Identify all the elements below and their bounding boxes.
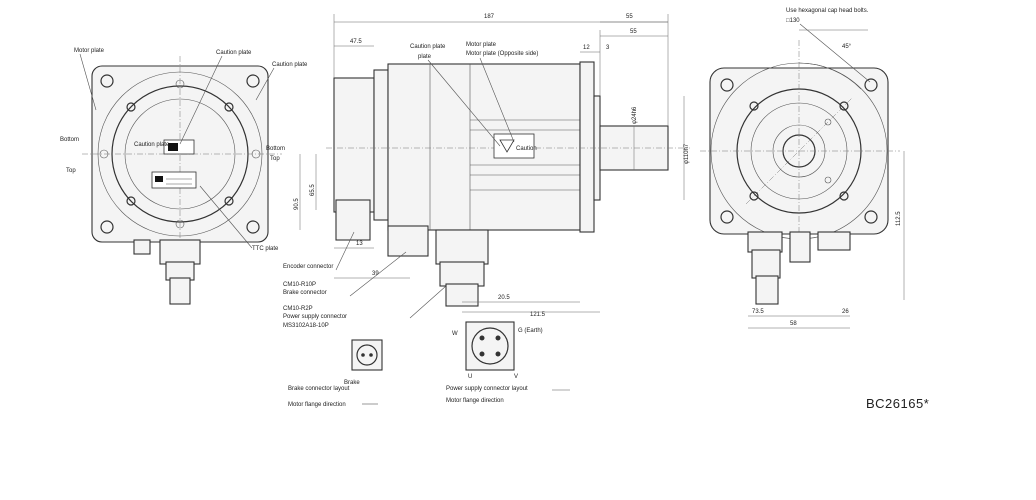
dim-flange-gap: 3 xyxy=(606,45,610,51)
dim-overall-length: 187 xyxy=(484,14,495,20)
label-bottom-left: Bottom xyxy=(60,137,79,143)
dim-power-offset-2: 121.5 xyxy=(530,312,546,318)
label-caution-plate-right: Caution plate xyxy=(272,62,308,68)
dim-brake-height: 65.5 xyxy=(310,184,316,196)
dim-right-w2: 26 xyxy=(842,309,849,315)
label-encoder-connector-part: CM10-R10P xyxy=(283,282,316,288)
label-earth-pin: G (Earth) xyxy=(518,328,543,334)
label-top-left: Top xyxy=(66,168,76,174)
label-bolt-circle: □130 xyxy=(786,18,800,24)
label-encoder-connector: Encoder connector xyxy=(283,264,333,270)
rear-caution-text: Caution plate xyxy=(134,142,170,148)
flange-view: 112.5 73.5 26 58 Use hexagonal cap head … xyxy=(700,8,905,329)
label-power-supply-connector-part: MS3102A18-10P xyxy=(283,323,329,329)
label-power-supply-connector: Power supply connector xyxy=(283,314,347,320)
label-motor-plate: Motor plate xyxy=(74,48,105,54)
label-motor-flange-direction-1: Motor flange direction xyxy=(288,402,346,408)
dim-shaft-length: 55 xyxy=(630,29,637,35)
label-pin-v: V xyxy=(514,374,518,380)
dim-shaft-diameter: φ24h6 xyxy=(632,106,638,124)
label-side-caution: Caution plate xyxy=(410,44,446,50)
svg-text:Caution: Caution xyxy=(516,146,537,152)
dim-enc-offset: 13 xyxy=(356,241,363,247)
dim-right-w1: 73.5 xyxy=(752,309,764,315)
label-brake-pin: Brake xyxy=(344,380,360,386)
label-pin-w: W xyxy=(452,331,458,337)
label-power-supply-connector-layout: Power supply connector layout xyxy=(446,386,528,392)
label-bottom-right: Bottom xyxy=(266,146,285,152)
label-motor-plate-opposite: Motor plate (Opposite side) xyxy=(466,51,538,57)
dim-enc-height: 90.5 xyxy=(294,198,300,210)
power-connector-layout: W G (Earth) U V Power supply connector l… xyxy=(446,321,570,404)
label-hole-note: Use hexagonal cap head bolts. xyxy=(786,8,869,14)
label-brake-connector-layout: Brake connector layout xyxy=(288,386,350,392)
brake-connector-layout: Brake Brake connector layout Motor flang… xyxy=(288,339,383,408)
drawing-code: BC26165* xyxy=(866,396,929,411)
label-brake-connector: Brake connector xyxy=(283,290,327,296)
dim-power-offset: 20.5 xyxy=(498,295,510,301)
label-ttc-plate: TTC plate xyxy=(252,246,279,252)
label-motor-flange-direction-2: Motor flange direction xyxy=(446,398,504,404)
label-angle: 45° xyxy=(842,44,852,50)
label-caution-plate-front: Caution plate xyxy=(216,50,252,56)
dim-flange-to-end: 55 xyxy=(626,14,633,20)
side-view: Caution 187 55 55 47.5 12 3 φ24h6 φ110h7… xyxy=(283,14,690,329)
dim-rear-depth: 47.5 xyxy=(350,39,362,45)
label-top-right: Top xyxy=(270,156,280,162)
svg-text:plate: plate xyxy=(418,54,432,60)
dim-spigot-diameter: φ110h7 xyxy=(684,143,690,164)
dim-right-height: 112.5 xyxy=(896,211,902,226)
rear-view: Caution plate Motor plate Caution plate … xyxy=(60,48,308,305)
dim-right-w3: 58 xyxy=(790,321,797,327)
label-pin-u: U xyxy=(468,374,472,380)
label-brake-connector-part: CM10-R2P xyxy=(283,306,313,312)
dim-brake-offset: 39 xyxy=(372,271,379,277)
dim-flange-thickness: 12 xyxy=(583,45,590,51)
label-side-motor-plate: Motor plate xyxy=(466,42,497,48)
